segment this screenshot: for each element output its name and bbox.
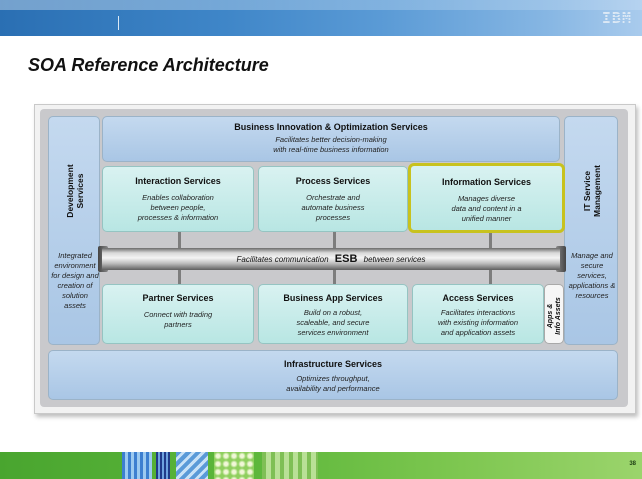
partner-services-box: Partner Services Connect with trading pa… [102, 284, 254, 344]
esb-label: ESB [334, 253, 358, 265]
interaction-services-title: Interaction Services [135, 176, 221, 186]
infrastructure-services-title: Infrastructure Services [283, 359, 383, 369]
footer-pattern [214, 452, 254, 479]
ibm-logo: IBM [601, 9, 632, 27]
esb-caption-pre: Facilitates communication [236, 255, 329, 264]
infrastructure-services-desc: Optimizes throughput, availability and p… [286, 374, 380, 393]
business-innovation-desc: Facilitates better decision-making with … [273, 135, 389, 154]
information-services-desc: Manages diverse data and content in a un… [451, 194, 522, 223]
business-app-services-title: Business App Services [283, 293, 383, 303]
footer-pattern [122, 452, 152, 479]
development-services-box: Development Services Integrated environm… [48, 116, 100, 345]
business-app-services-box: Business App Services Build on a robust,… [258, 284, 408, 344]
esb-end-cap-right [556, 246, 566, 272]
infrastructure-services-box: Infrastructure Services Optimizes throug… [48, 350, 618, 400]
header-band [0, 0, 642, 36]
process-services-box: Process Services Orchestrate and automat… [258, 166, 408, 232]
footer-pattern [156, 452, 170, 479]
partner-services-title: Partner Services [142, 293, 214, 303]
footer-pattern [176, 452, 208, 479]
partner-services-desc: Connect with trading partners [143, 310, 213, 329]
business-app-services-desc: Build on a robust, scaleable, and secure… [296, 308, 370, 337]
esb-caption-post: between services [363, 255, 426, 264]
development-services-title: Development Services [65, 164, 85, 218]
slide-title: SOA Reference Architecture [28, 55, 269, 75]
it-service-management-desc: Manage and secure services, applications… [568, 251, 616, 300]
header-highlight [0, 0, 642, 10]
connector [333, 270, 336, 284]
connector [178, 232, 181, 248]
connector [333, 232, 336, 248]
footer-band [0, 452, 642, 479]
page-number: 38 [629, 461, 636, 467]
access-services-desc: Facilitates interactions with existing i… [437, 308, 519, 337]
connector [489, 232, 492, 248]
information-services-box: Information Services Manages diverse dat… [408, 163, 565, 233]
process-services-title: Process Services [295, 176, 371, 186]
esb-bar [102, 248, 560, 270]
interaction-services-desc: Enables collaboration between people, pr… [137, 193, 219, 222]
business-innovation-title: Business Innovation & Optimization Servi… [234, 122, 428, 132]
access-services-box: Access Services Facilitates interactions… [412, 284, 544, 344]
esb-caption: Facilitates communication ESB between se… [102, 253, 560, 265]
header-divider [118, 16, 119, 30]
business-innovation-box: Business Innovation & Optimization Servi… [102, 116, 560, 162]
footer-pattern [262, 452, 318, 479]
connector [489, 270, 492, 284]
it-service-management-box: IT Service Management Manage and secure … [564, 116, 618, 345]
interaction-services-box: Interaction Services Enables collaborati… [102, 166, 254, 232]
apps-info-assets-title: Apps & Info Assets [547, 297, 562, 335]
access-services-title: Access Services [442, 293, 514, 303]
process-services-desc: Orchestrate and automate business proces… [301, 193, 365, 222]
it-service-management-title: IT Service Management [582, 165, 602, 217]
information-services-title: Information Services [441, 177, 532, 187]
connector [178, 270, 181, 284]
apps-info-assets-box: Apps & Info Assets [544, 284, 564, 344]
development-services-desc: Integrated environment for design and cr… [51, 251, 99, 310]
